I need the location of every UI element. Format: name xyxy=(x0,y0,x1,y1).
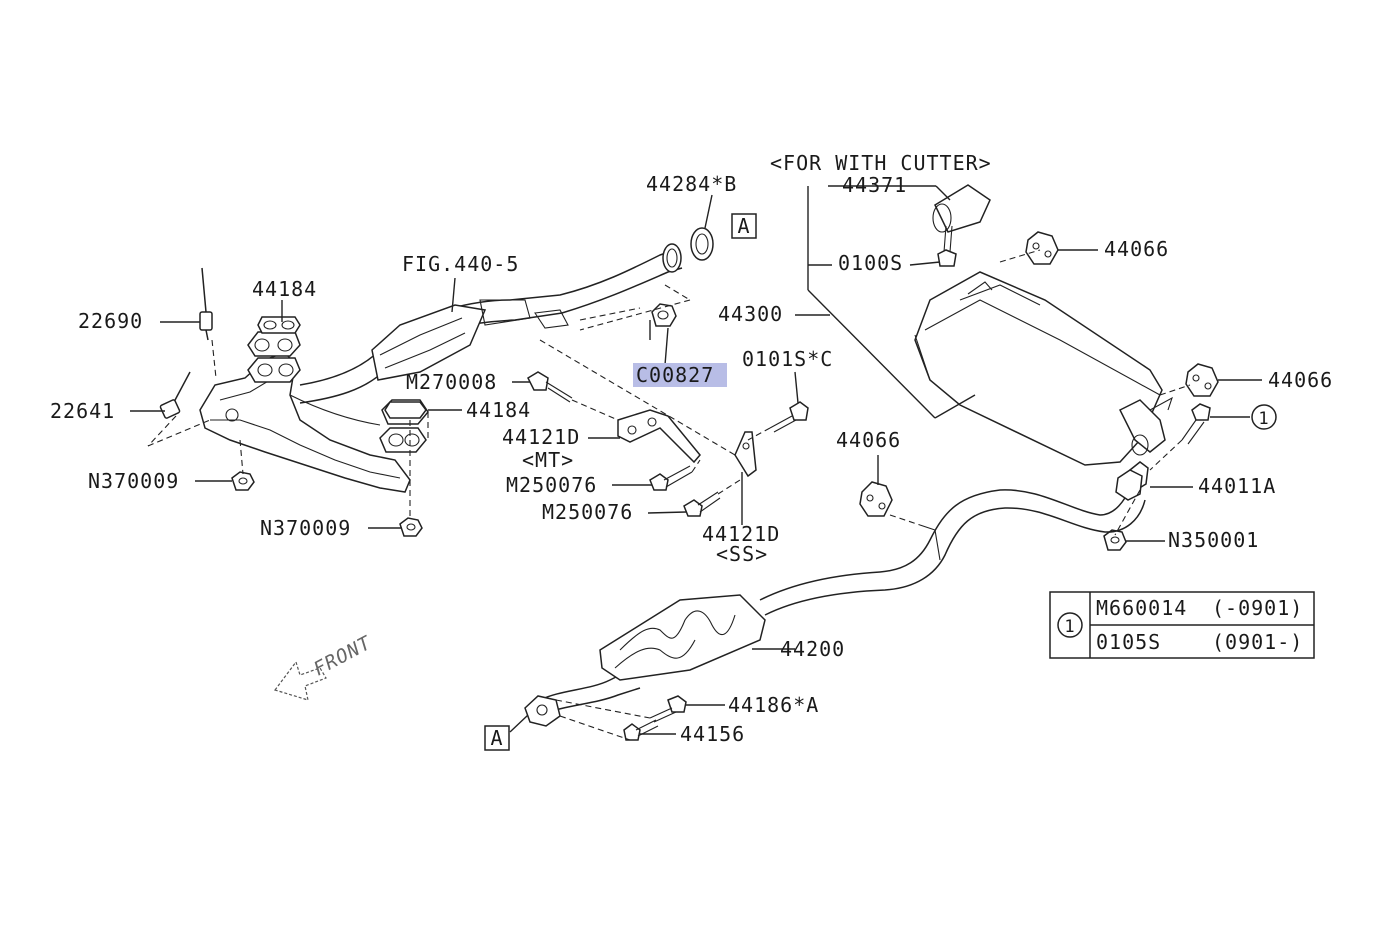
label-m250076-a[interactable]: M250076 xyxy=(506,473,597,497)
label-0101sc[interactable]: 0101S*C xyxy=(742,347,833,371)
leader-lines xyxy=(130,185,1262,735)
label-44371[interactable]: 44371 xyxy=(842,173,907,197)
label-44284b[interactable]: 44284*B xyxy=(646,172,737,196)
svg-text:1: 1 xyxy=(1258,409,1269,429)
bolt-ref-1[interactable] xyxy=(1181,403,1211,445)
label-44011a[interactable]: 44011A xyxy=(1198,474,1276,498)
part-labels: 44284*B <FOR WITH CUTTER> 44371 0100S 44… xyxy=(50,151,1333,746)
gasket-44184-upper[interactable] xyxy=(257,316,301,334)
assembly-dashed-lines xyxy=(147,249,1191,741)
front-direction-indicator: FRONT xyxy=(274,632,376,701)
bolt-44156[interactable] xyxy=(623,719,659,741)
label-44184-a[interactable]: 44184 xyxy=(252,277,317,301)
front-exhaust-pipe-assembly[interactable] xyxy=(299,243,683,404)
label-c00827[interactable]: C00827 xyxy=(636,363,714,387)
oxygen-sensor-22641[interactable] xyxy=(159,371,191,419)
bolt-0100s[interactable] xyxy=(937,225,957,267)
nut-n350001[interactable] xyxy=(1103,529,1127,551)
highlight-c00827 xyxy=(633,363,727,387)
center-pipe-44200[interactable] xyxy=(524,469,1146,727)
bolt-m270008[interactable] xyxy=(527,371,573,403)
oxygen-sensor-22690[interactable] xyxy=(199,267,213,341)
svg-text:A: A xyxy=(490,726,503,750)
label-n370009-a[interactable]: N370009 xyxy=(88,469,179,493)
label-44184-b[interactable]: 44184 xyxy=(466,398,531,422)
label-for-with-cutter: <FOR WITH CUTTER> xyxy=(770,151,992,175)
bolt-0101sc[interactable] xyxy=(769,401,809,433)
table-row-1-range: (-0901) xyxy=(1212,596,1303,620)
label-22641[interactable]: 22641 xyxy=(50,399,115,423)
table-row-2-part[interactable]: 0105S xyxy=(1096,630,1161,654)
rubber-hanger-44066-b[interactable] xyxy=(1185,363,1219,397)
label-ss: <SS> xyxy=(716,542,768,566)
label-44121d-mt[interactable]: 44121D xyxy=(502,425,580,449)
label-44300[interactable]: 44300 xyxy=(718,302,783,326)
label-m250076-b[interactable]: M250076 xyxy=(542,500,633,524)
gasket-44184-lower[interactable] xyxy=(384,401,427,419)
label-fig440-5[interactable]: FIG.440-5 xyxy=(402,252,519,276)
label-n370009-b[interactable]: N370009 xyxy=(260,516,351,540)
table-ref-1: 1 xyxy=(1064,617,1075,637)
label-44200[interactable]: 44200 xyxy=(780,637,845,661)
rear-muffler-44300[interactable] xyxy=(914,271,1173,466)
label-0100s[interactable]: 0100S xyxy=(838,251,903,275)
table-row-2-range: (0901-) xyxy=(1212,630,1303,654)
label-44066-b[interactable]: 44066 xyxy=(1268,368,1333,392)
part-variant-table: 1 M660014 (-0901) 0105S (0901-) xyxy=(1049,591,1315,659)
nut-n370009-b[interactable] xyxy=(399,517,423,537)
bracket-44121d-mt[interactable] xyxy=(617,409,701,464)
nut-c00827[interactable] xyxy=(651,303,677,327)
bolt-m250076-a[interactable] xyxy=(649,465,693,491)
nut-n370009-a[interactable] xyxy=(231,471,255,491)
circle-ref-1-callout: 1 xyxy=(1251,404,1277,430)
front-label: FRONT xyxy=(310,632,376,681)
label-44066-c[interactable]: 44066 xyxy=(836,428,901,452)
table-row-1-part[interactable]: M660014 xyxy=(1096,596,1187,620)
label-22690[interactable]: 22690 xyxy=(78,309,143,333)
bolt-44186a[interactable] xyxy=(649,695,687,723)
label-44156[interactable]: 44156 xyxy=(680,722,745,746)
bracket-44121d-ss[interactable] xyxy=(734,431,757,478)
label-44186a[interactable]: 44186*A xyxy=(728,693,819,717)
label-n350001[interactable]: N350001 xyxy=(1168,528,1259,552)
rubber-hanger-44066-c[interactable] xyxy=(859,481,893,517)
bolt-m250076-b[interactable] xyxy=(683,491,721,517)
label-44121d-ss[interactable]: 44121D xyxy=(702,522,780,546)
rubber-hanger-44066-a[interactable] xyxy=(1025,231,1059,265)
label-m270008[interactable]: M270008 xyxy=(406,370,497,394)
reference-box-a-bottom: A xyxy=(484,725,510,751)
label-mt: <MT> xyxy=(522,448,574,472)
reference-box-a-top: A xyxy=(731,213,757,239)
svg-text:A: A xyxy=(737,214,750,238)
gasket-44284b[interactable] xyxy=(690,227,714,261)
label-44066-a[interactable]: 44066 xyxy=(1104,237,1169,261)
